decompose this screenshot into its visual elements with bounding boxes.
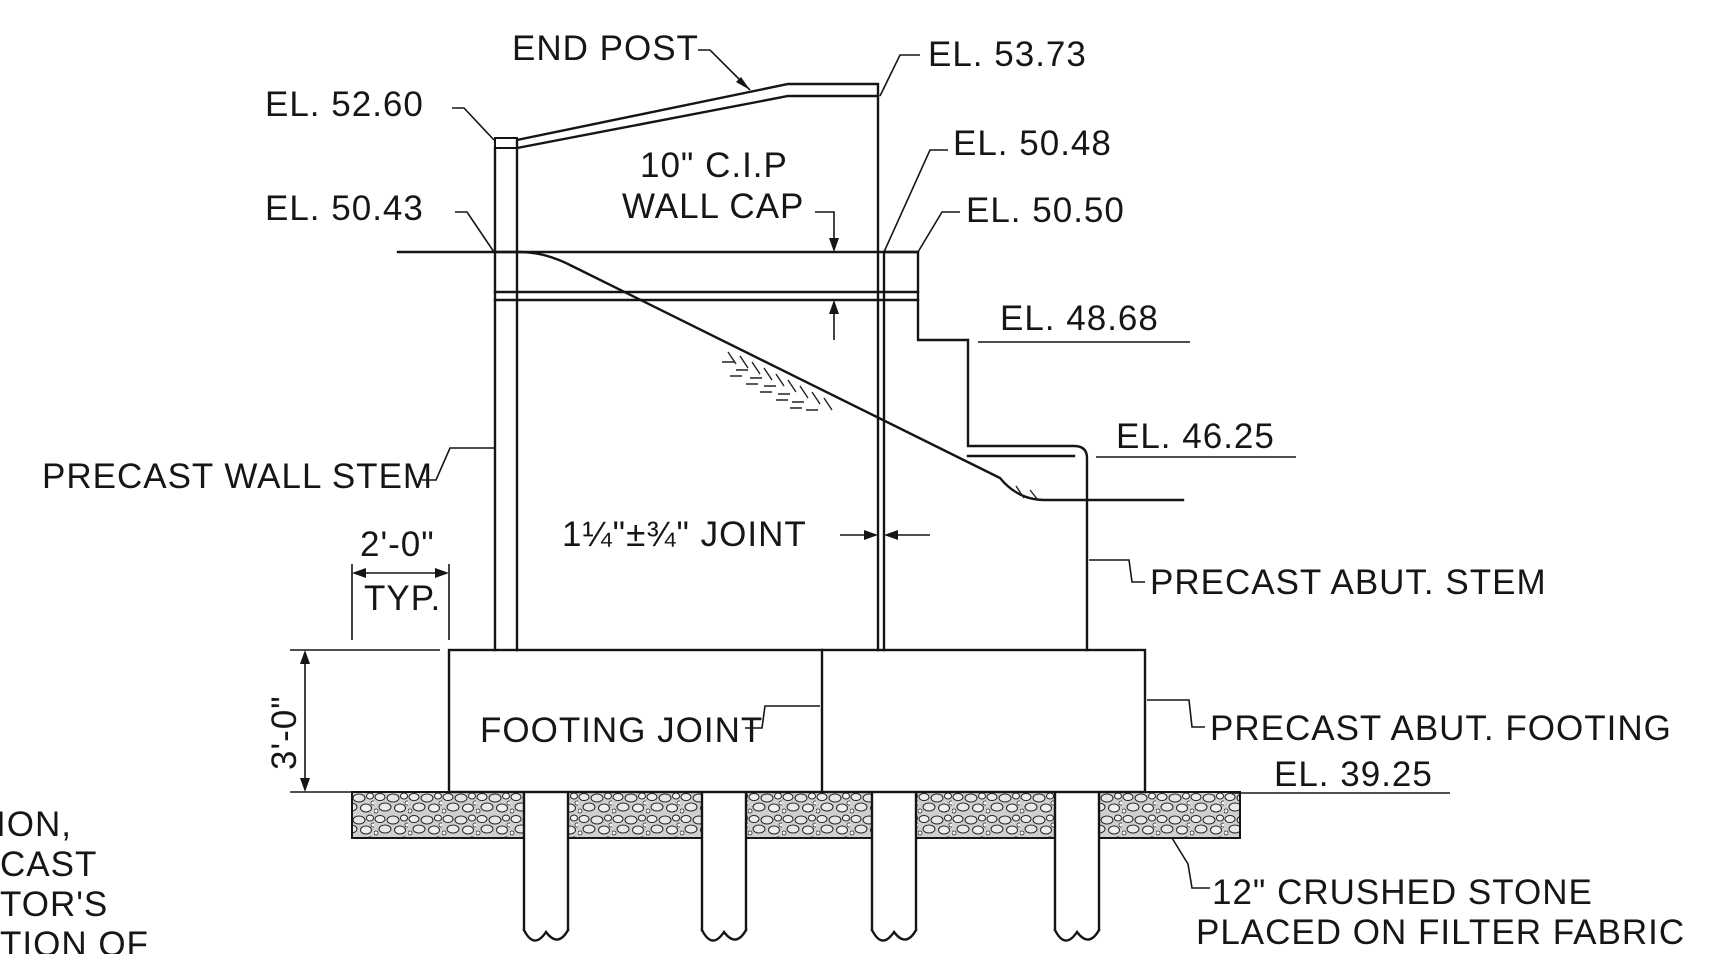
pile — [522, 790, 570, 954]
label-joint: 1¼"±¾" JOINT — [562, 515, 807, 554]
leader-end-post — [698, 49, 751, 91]
pile — [1053, 790, 1101, 954]
label-el-50-43: EL. 50.43 — [265, 189, 424, 228]
leader-crushed-stone — [1171, 837, 1210, 889]
leader-el-50-48 — [883, 149, 948, 253]
precast-wall-stem — [493, 137, 519, 652]
label-dim-2ft: 2'-0" — [360, 525, 435, 564]
label-cip-line2: WALL CAP — [622, 187, 804, 226]
leader-el-50-43 — [455, 211, 495, 253]
precast-abutment-stem — [882, 250, 1089, 652]
label-el-39-25: EL. 39.25 — [1274, 755, 1433, 794]
end-post-outline — [515, 82, 880, 150]
label-el-46-25: EL. 46.25 — [1116, 417, 1275, 456]
label-crushed-stone-1: 12" CRUSHED STONE — [1212, 873, 1593, 912]
dimension-3ft — [290, 649, 440, 793]
earth-hatch — [722, 351, 833, 411]
dimension-wall-cap — [829, 222, 839, 340]
label-el-50-48: EL. 50.48 — [953, 124, 1112, 163]
dimension-joint — [840, 530, 930, 540]
earth-hatch — [1015, 485, 1039, 501]
label-note-line-3: TOR'S — [0, 885, 108, 924]
leader-el-53-73 — [879, 54, 920, 97]
leader-end-post-arrow — [736, 77, 750, 90]
pile — [870, 790, 918, 954]
label-end-post: END POST — [512, 29, 699, 68]
pile — [700, 790, 748, 954]
crushed-stone-bed — [351, 791, 1241, 839]
precast-footing — [447, 648, 1147, 794]
leader-footing-joint — [745, 705, 820, 729]
label-typ: TYP. — [364, 579, 441, 618]
label-el-52-60: EL. 52.60 — [265, 85, 424, 124]
label-crushed-stone-2: PLACED ON FILTER FABRIC — [1196, 913, 1685, 952]
wall-cap-lines — [396, 250, 920, 302]
ground-slope-line — [493, 250, 1185, 502]
leader-el-52-60 — [452, 107, 495, 141]
label-precast-abut-stem: PRECAST ABUT. STEM — [1150, 563, 1547, 602]
leader-wall-cap — [815, 211, 835, 222]
label-note-line-4: TION OF — [0, 925, 149, 954]
leader-lines — [422, 49, 1450, 889]
leader-precast-abut-footing — [1147, 699, 1205, 728]
label-el-53-73: EL. 53.73 — [928, 35, 1087, 74]
abutment-structure — [351, 82, 1241, 954]
label-precast-abut-footing: PRECAST ABUT. FOOTING — [1210, 709, 1672, 748]
dimension-2ft — [351, 564, 450, 640]
label-note-line-2: CAST — [0, 845, 97, 884]
label-footing-joint: FOOTING JOINT — [480, 711, 763, 750]
leader-el-50-50 — [917, 211, 960, 253]
labels: END POST EL. 53.73 EL. 52.60 EL. 50.48 1… — [0, 29, 1685, 954]
label-note-line-1: ION, — [0, 805, 72, 844]
label-cip-line1: 10" C.I.P — [640, 146, 788, 185]
label-el-48-68: EL. 48.68 — [1000, 299, 1159, 338]
label-dim-3ft: 3'-0" — [265, 695, 304, 770]
leader-precast-abut-stem — [1089, 559, 1145, 583]
leader-precast-wall-stem — [422, 447, 494, 481]
label-el-50-50: EL. 50.50 — [966, 191, 1125, 230]
label-precast-wall-stem: PRECAST WALL STEM — [42, 457, 433, 496]
center-stem-joint — [876, 94, 886, 652]
piles — [522, 790, 1101, 954]
